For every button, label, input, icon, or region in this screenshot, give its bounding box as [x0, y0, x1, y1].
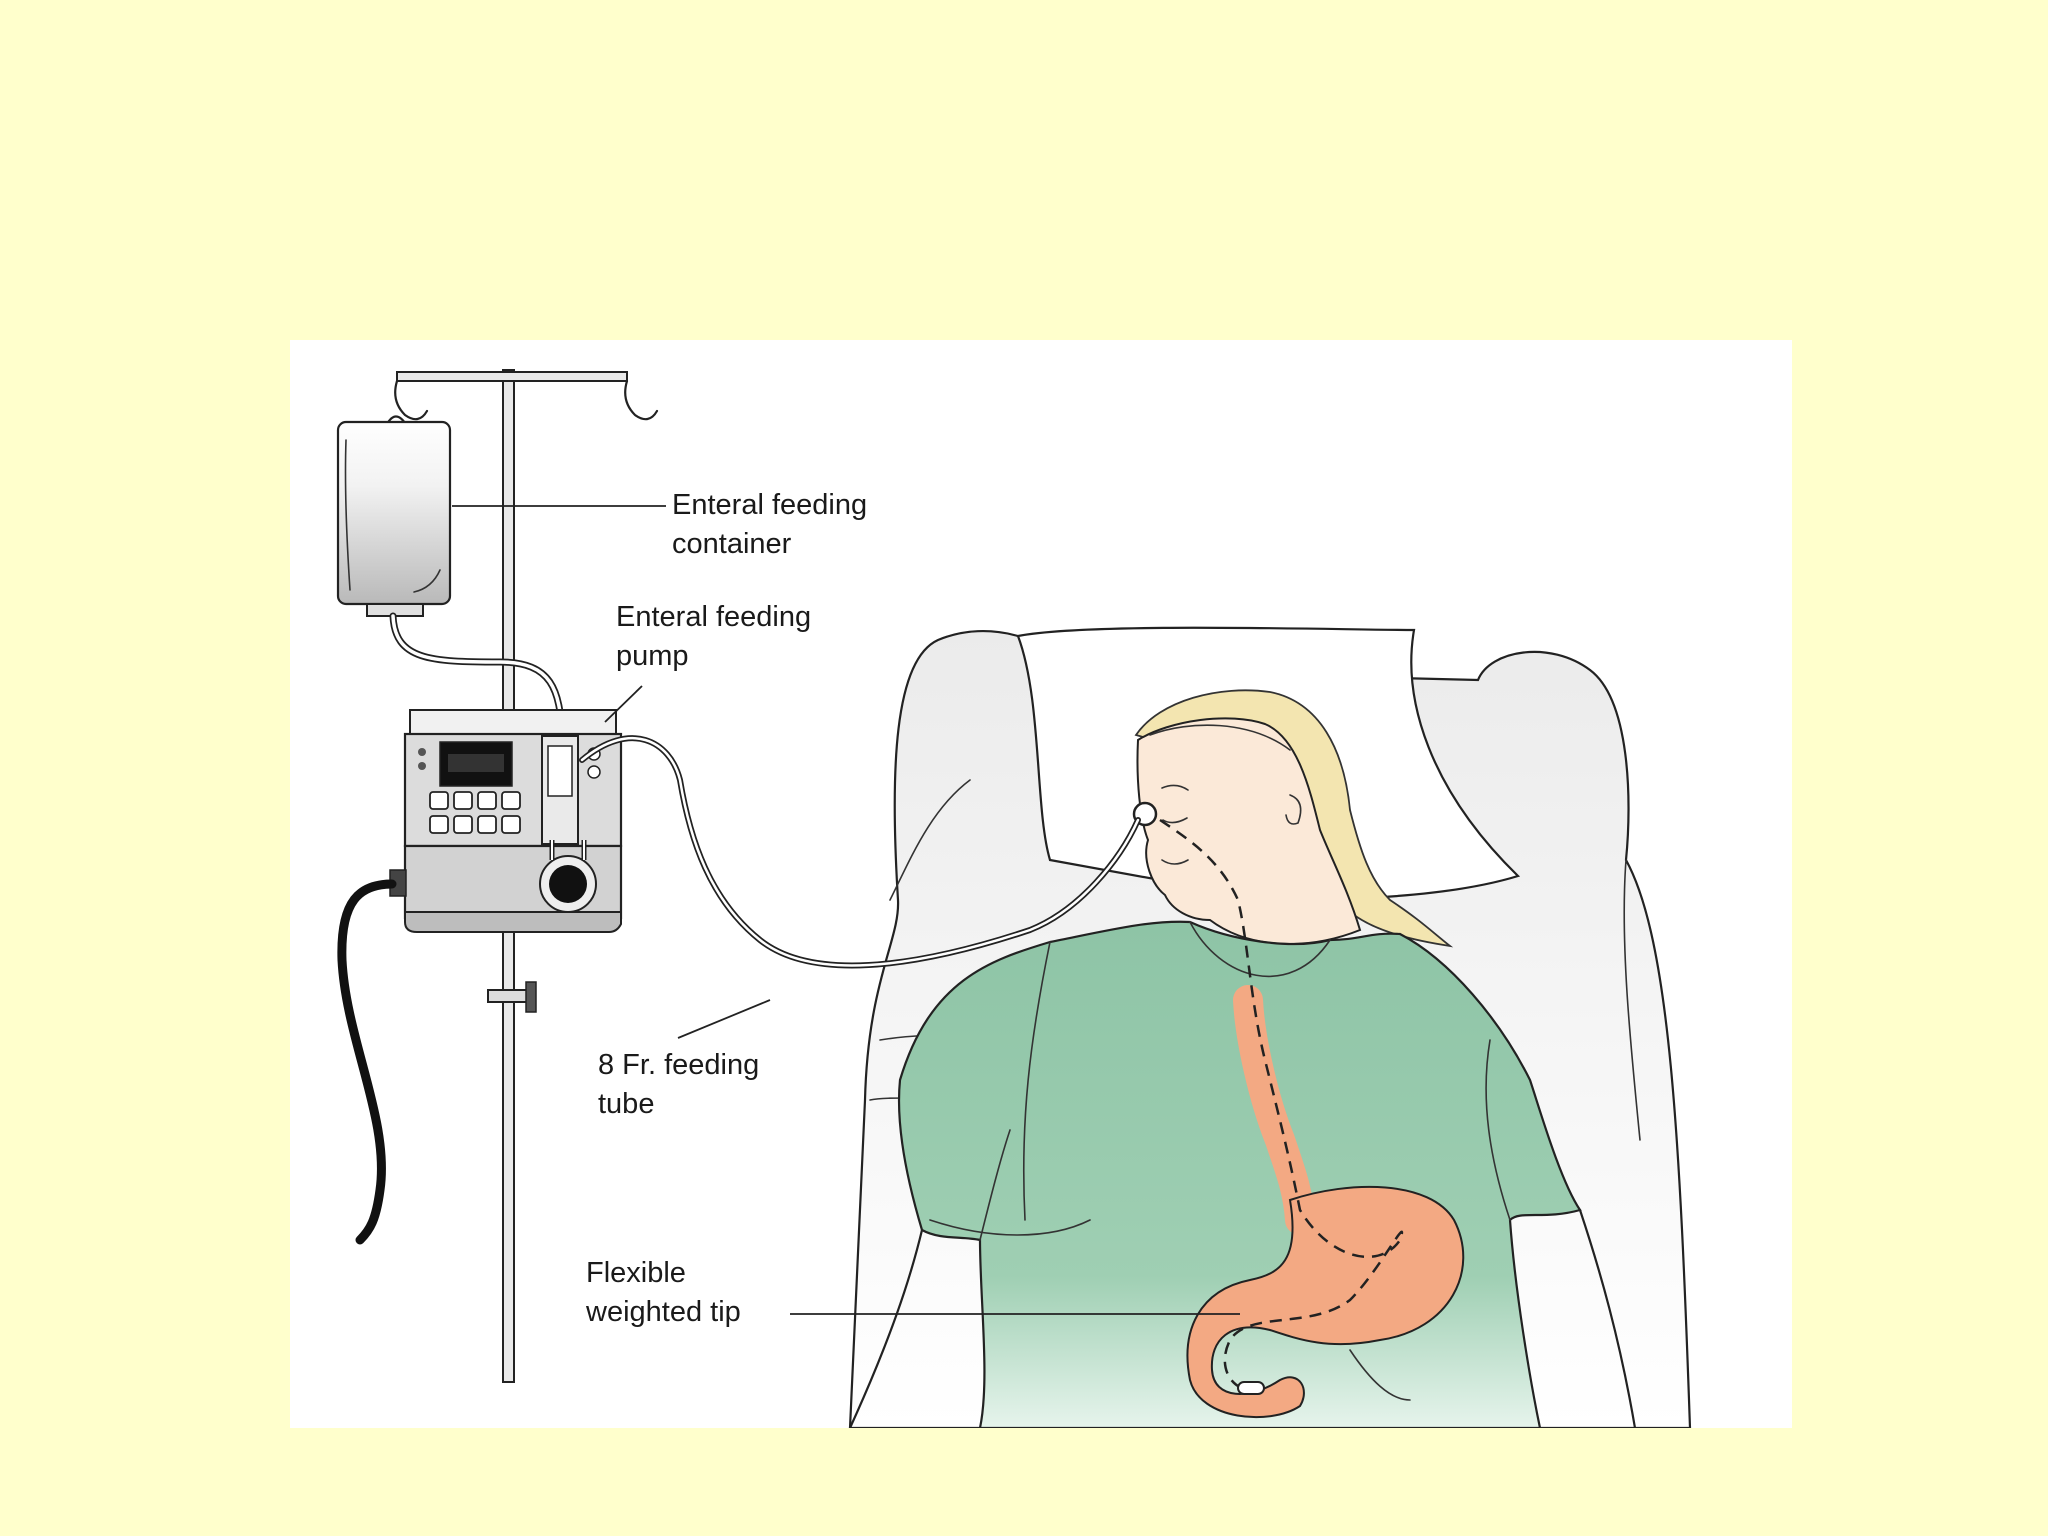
label-flexible-weighted-tip: Flexible weighted tip: [586, 1254, 741, 1332]
power-cord: [337, 879, 397, 1245]
label-enteral-feeding-container: Enteral feeding container: [672, 486, 867, 564]
stomach: [1186, 1185, 1465, 1419]
label-line: Flexible: [586, 1257, 686, 1289]
label-line: weighted tip: [586, 1296, 741, 1328]
feeding-container: [336, 415, 452, 617]
label-line: 8 Fr. feeding: [598, 1049, 760, 1081]
label-line: pump: [616, 640, 689, 672]
label-line: tube: [598, 1088, 655, 1120]
enteral-feeding-illustration: Enteral feeding container Enteral feedin…: [290, 340, 1792, 1428]
label-feeding-tube: 8 Fr. feeding tube: [598, 1046, 759, 1124]
label-leader-lines: [452, 505, 1240, 1315]
label-line: Enteral feeding: [616, 601, 812, 633]
label-enteral-feeding-pump: Enteral feeding pump: [616, 598, 811, 676]
label-line: container: [672, 528, 792, 560]
label-line: Enteral feeding: [672, 489, 868, 521]
internal-feeding-tube: [1159, 818, 1404, 1392]
weighted-tip: [1237, 1381, 1265, 1395]
enteral-feeding-pump: [389, 709, 623, 933]
illustration-drawing: [336, 369, 1692, 1428]
